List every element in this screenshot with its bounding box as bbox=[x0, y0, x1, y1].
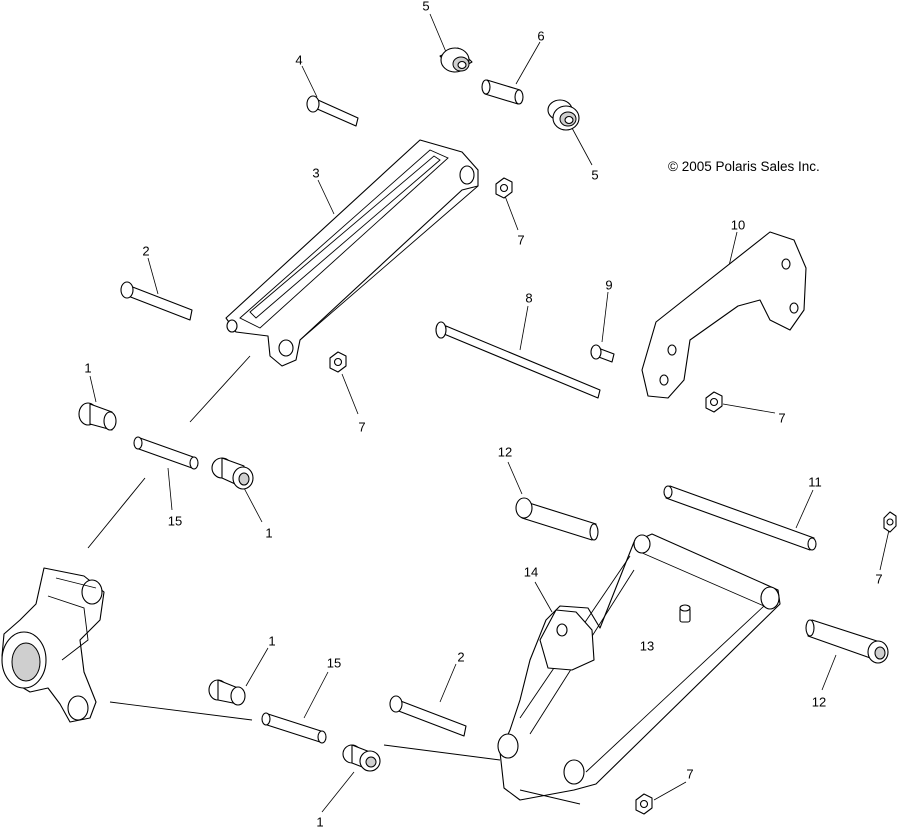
callout-5: 5 bbox=[591, 167, 599, 183]
bushing-5-right bbox=[547, 99, 580, 131]
lower-a-arm bbox=[497, 533, 781, 805]
callout-2: 2 bbox=[457, 649, 465, 665]
spindle-knuckle bbox=[1, 567, 105, 723]
callout-13: 13 bbox=[639, 638, 655, 654]
callout-1: 1 bbox=[84, 360, 92, 376]
bolt-9 bbox=[590, 344, 615, 363]
bushing-5-top bbox=[439, 47, 473, 73]
callout-14: 14 bbox=[523, 564, 539, 580]
rod-11 bbox=[663, 485, 817, 551]
sleeve-15-b bbox=[261, 712, 327, 744]
callout-11: 11 bbox=[808, 474, 822, 490]
callout-9: 9 bbox=[605, 277, 613, 293]
assembly-lines bbox=[87, 355, 501, 761]
callout-7: 7 bbox=[875, 571, 883, 587]
copyright-notice: © 2005 Polaris Sales Inc. bbox=[668, 159, 820, 174]
nut-7-e bbox=[635, 793, 653, 815]
leader-lines bbox=[89, 13, 890, 813]
upper-arm-3 bbox=[225, 139, 479, 367]
pin-12-b bbox=[805, 619, 889, 664]
callout-15: 15 bbox=[167, 513, 183, 529]
callout-6: 6 bbox=[537, 28, 545, 44]
callout-12: 12 bbox=[811, 694, 827, 710]
bushing-1-b bbox=[211, 457, 254, 490]
callout-5: 5 bbox=[422, 0, 430, 14]
callout-15: 15 bbox=[326, 655, 342, 671]
callout-7: 7 bbox=[686, 766, 694, 782]
bushing-1-a bbox=[78, 402, 117, 431]
bushing-1-d bbox=[342, 744, 381, 772]
callout-7: 7 bbox=[778, 410, 786, 426]
nut-7-b bbox=[329, 351, 347, 373]
sleeve-15-a bbox=[133, 436, 199, 470]
callout-1: 1 bbox=[268, 633, 276, 649]
callout-3: 3 bbox=[312, 165, 320, 181]
callout-2: 2 bbox=[142, 243, 150, 259]
bolt-2-lower bbox=[389, 695, 467, 737]
callout-4: 4 bbox=[295, 52, 303, 68]
nut-7-a bbox=[495, 177, 513, 199]
pin-12-a bbox=[515, 497, 599, 541]
callout-7: 7 bbox=[358, 419, 366, 435]
grease-fitting-13 bbox=[679, 604, 691, 623]
bushing-1-c bbox=[208, 679, 246, 706]
callout-1: 1 bbox=[316, 814, 324, 830]
callout-1: 1 bbox=[265, 525, 273, 541]
nut-7-c bbox=[705, 391, 723, 413]
bolt-4 bbox=[306, 95, 359, 127]
callout-12: 12 bbox=[497, 444, 513, 460]
nut-7-d bbox=[883, 511, 897, 533]
callout-8: 8 bbox=[525, 290, 533, 306]
callout-10: 10 bbox=[730, 217, 746, 233]
bracket-10 bbox=[641, 231, 807, 399]
callout-7: 7 bbox=[517, 232, 525, 248]
bolt-8 bbox=[435, 321, 601, 399]
bolt-2-upper bbox=[120, 281, 193, 321]
sleeve-6 bbox=[481, 79, 524, 105]
